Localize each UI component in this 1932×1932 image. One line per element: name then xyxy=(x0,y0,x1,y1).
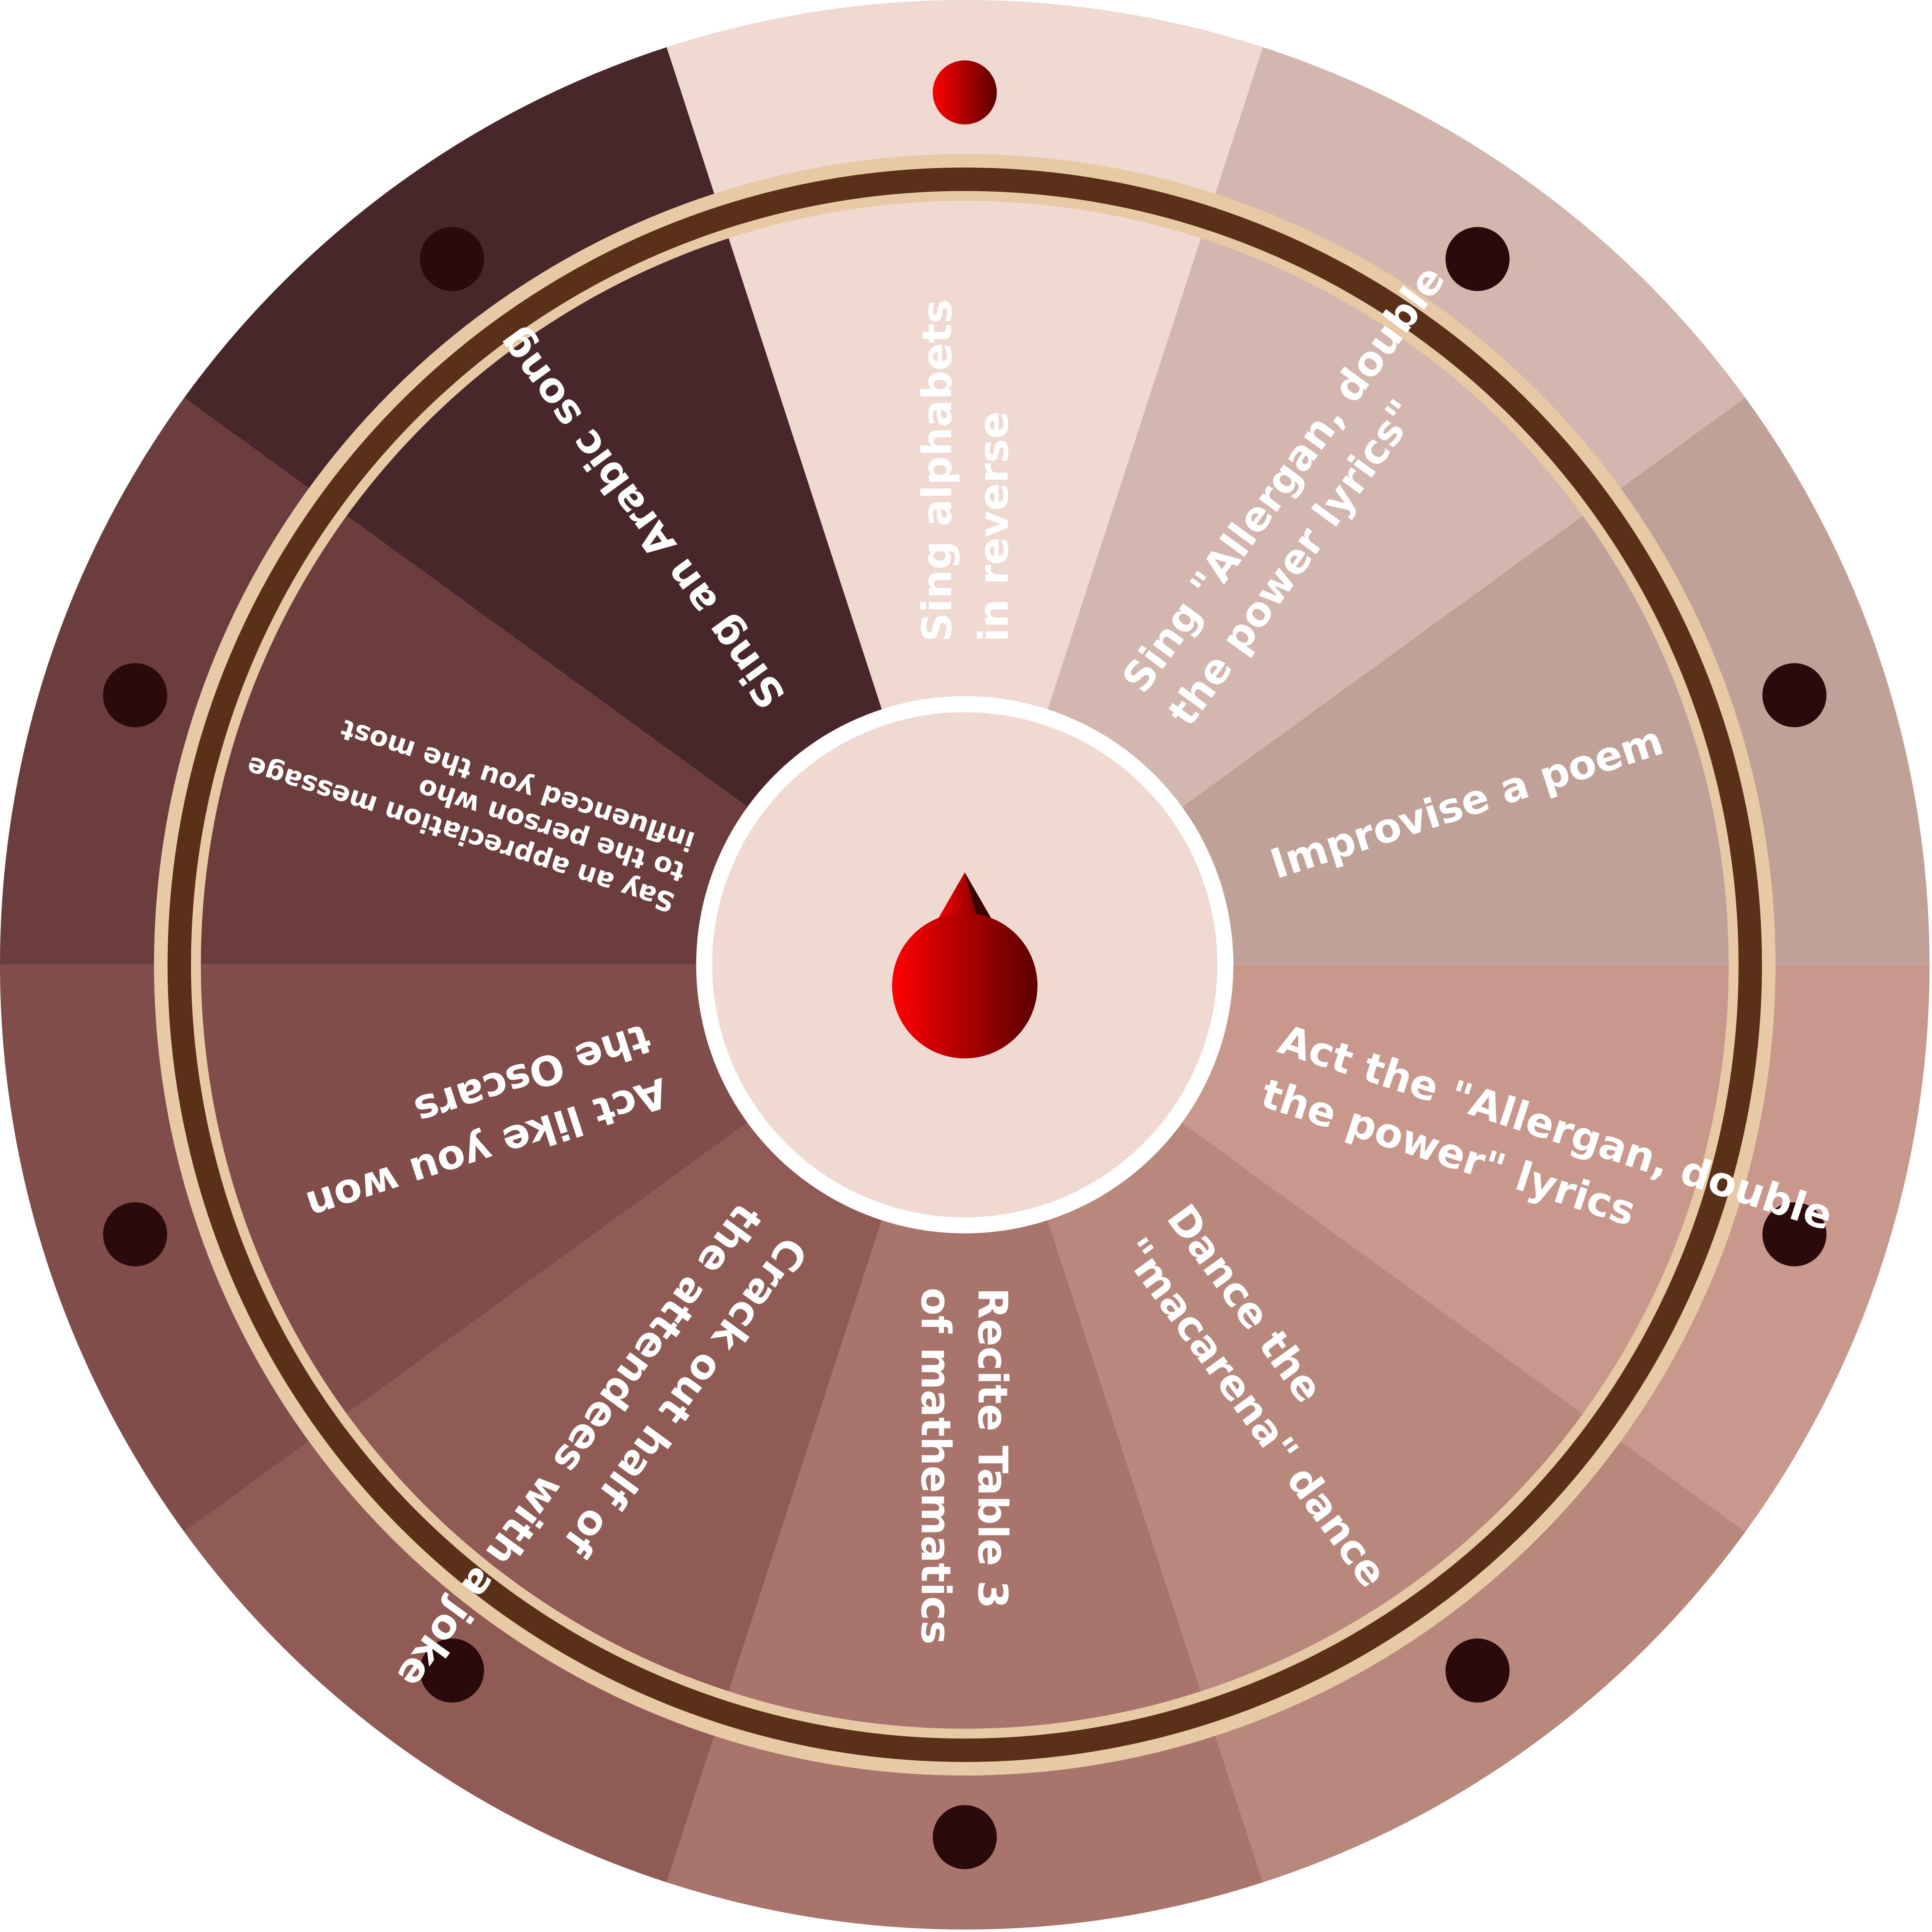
wheel-segment[interactable] xyxy=(667,0,1263,965)
peg xyxy=(420,1638,484,1703)
peg xyxy=(103,1202,167,1267)
peg xyxy=(1762,1202,1827,1267)
wheel-segment[interactable] xyxy=(184,964,965,1883)
segment-label-line: of mathematics xyxy=(912,1287,960,1645)
segment-label-line: Sing alphabets xyxy=(913,299,961,642)
peg xyxy=(1445,1638,1510,1703)
wheel-segment[interactable] xyxy=(0,398,965,965)
peg xyxy=(103,663,167,728)
segment-label-line: in reverse xyxy=(970,412,1017,642)
wheel-segment[interactable] xyxy=(964,964,1745,1883)
peg xyxy=(932,1805,997,1869)
peg xyxy=(420,227,484,291)
wheel-segment[interactable] xyxy=(964,398,1930,965)
segment-label-line: Recite Table 3 xyxy=(969,1287,1016,1609)
peg xyxy=(1445,227,1510,291)
wheel-pegs xyxy=(103,60,1827,1869)
wheel-segment[interactable] xyxy=(0,964,965,1532)
wheel-segment[interactable] xyxy=(184,47,965,965)
wheel-segment[interactable] xyxy=(667,964,1263,1930)
active-peg xyxy=(932,60,997,125)
wheel-segment[interactable] xyxy=(964,47,1745,965)
rim-ring-outer xyxy=(154,154,1776,1776)
rim-ring-inner-edge xyxy=(191,191,1739,1739)
rim-ring-inner xyxy=(167,167,1762,1762)
teardrop-pointer-icon[interactable] xyxy=(892,872,1037,1059)
wheel-segment[interactable] xyxy=(964,964,1930,1532)
peg xyxy=(1762,663,1827,728)
segment-label: Recite Table 3of mathematics xyxy=(912,1287,1017,1645)
